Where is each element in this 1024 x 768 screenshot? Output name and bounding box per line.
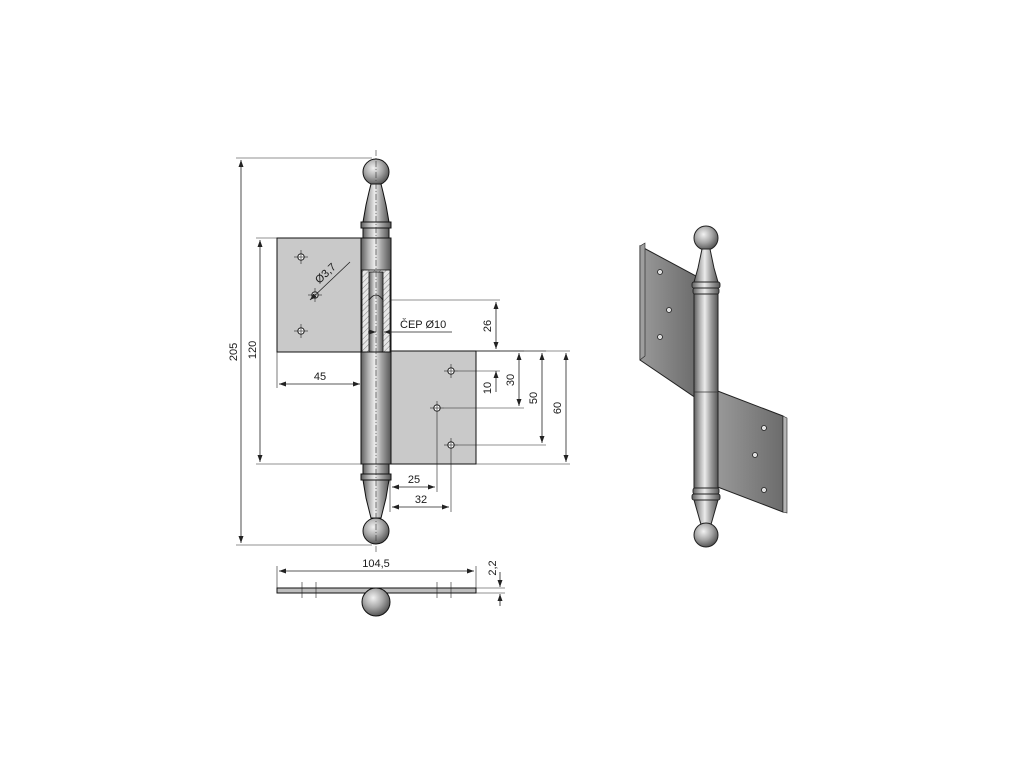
isometric-view <box>639 225 788 548</box>
dim-pin-label: ČEP Ø10 <box>400 318 446 331</box>
barrel-end <box>361 587 391 617</box>
front-view <box>276 150 477 552</box>
dim-26: 26 <box>482 320 494 332</box>
dim-50: 50 <box>528 392 540 404</box>
dim-60: 60 <box>552 402 564 414</box>
dim-10: 10 <box>482 382 494 394</box>
hole-mark <box>430 401 444 415</box>
iso-barrel <box>693 293 719 489</box>
right-leaf-plate <box>389 350 477 465</box>
hole-mark <box>294 324 308 338</box>
dim-overall-height: 205 <box>228 343 240 361</box>
dim-total-width: 104,5 <box>362 558 390 570</box>
iso-bottom-ball <box>693 522 719 548</box>
right-leaf-holes <box>430 364 458 452</box>
dim-32: 32 <box>415 494 427 506</box>
dim-thickness: 2,2 <box>487 560 499 575</box>
hole-mark <box>444 364 458 378</box>
hole-mark <box>444 438 458 452</box>
iso-top-ball <box>693 225 719 251</box>
dim-plate-width: 45 <box>314 371 326 383</box>
hole-mark <box>294 250 308 264</box>
dimensions: 205 120 45 Ø3,7 ČEP Ø10 26 10 30 <box>228 157 570 546</box>
bottom-view: 104,5 2,2 <box>276 558 505 617</box>
iso-lower-leaf <box>714 389 784 513</box>
dim-30: 30 <box>505 374 517 386</box>
dim-plate-height: 120 <box>247 341 259 359</box>
hinge-barrel <box>360 150 392 552</box>
dim-25: 25 <box>408 474 420 486</box>
iso-upper-leaf <box>639 245 697 399</box>
